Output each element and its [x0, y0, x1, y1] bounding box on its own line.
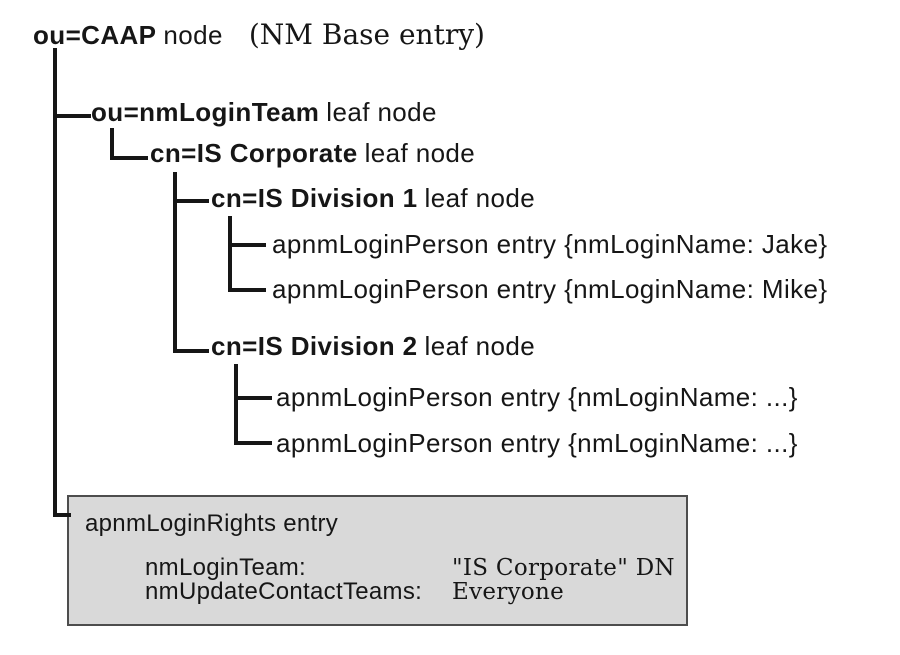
rights-box: apnmLoginRights entry nmLoginTeam: "IS C…	[67, 495, 688, 626]
tree-line-trunk	[53, 48, 57, 517]
node-type: leaf node	[424, 183, 536, 213]
attr-value-nmupdatecontactteams: Everyone	[452, 579, 565, 605]
tree-branch-person-mike	[228, 288, 266, 292]
root-node-type: node	[163, 20, 223, 50]
tree-branch-nmloginteam	[53, 114, 91, 118]
tree-branch-division1	[173, 199, 209, 203]
tree-line-corporate-v	[173, 172, 177, 353]
attr-value-nmloginteam: "IS Corporate" DN	[452, 555, 675, 581]
tree-connector-rights-box	[53, 513, 71, 517]
tree-line-division1-v	[228, 216, 232, 292]
person-entry-mike: apnmLoginPerson entry {nmLoginName: Mike…	[272, 274, 828, 304]
node-dn: ou=nmLoginTeam	[91, 97, 320, 127]
attr-name-nmloginteam: nmLoginTeam:	[145, 554, 307, 581]
tree-branch-person-jake	[228, 243, 266, 247]
tree-branch-division2	[173, 349, 209, 353]
node-type: leaf node	[326, 97, 437, 127]
person-entry-jake: apnmLoginPerson entry {nmLoginName: Jake…	[272, 229, 828, 259]
node-dn: cn=IS Division 2	[211, 331, 418, 361]
tree-line-division2-v	[234, 364, 238, 445]
node-type: leaf node	[424, 331, 536, 361]
rights-box-title: apnmLoginRights entry	[85, 510, 339, 537]
node-type: leaf node	[364, 138, 476, 168]
attr-name-nmupdatecontactteams: nmUpdateContactTeams:	[145, 578, 423, 605]
root-node-annotation: (NM Base entry)	[248, 18, 485, 51]
person-entry-3: apnmLoginPerson entry {nmLoginName: ...}	[276, 382, 798, 412]
node-dn: cn=IS Division 1	[211, 183, 418, 213]
root-node-dn: ou=CAAP	[33, 20, 157, 50]
tree-elbow-corporate-h	[110, 156, 148, 160]
person-entry-4: apnmLoginPerson entry {nmLoginName: ...}	[276, 428, 798, 458]
tree-branch-person-4	[234, 441, 272, 445]
node-dn: cn=IS Corporate	[150, 138, 358, 168]
tree-elbow-corporate-v	[110, 128, 114, 160]
tree-branch-person-3	[234, 396, 272, 400]
